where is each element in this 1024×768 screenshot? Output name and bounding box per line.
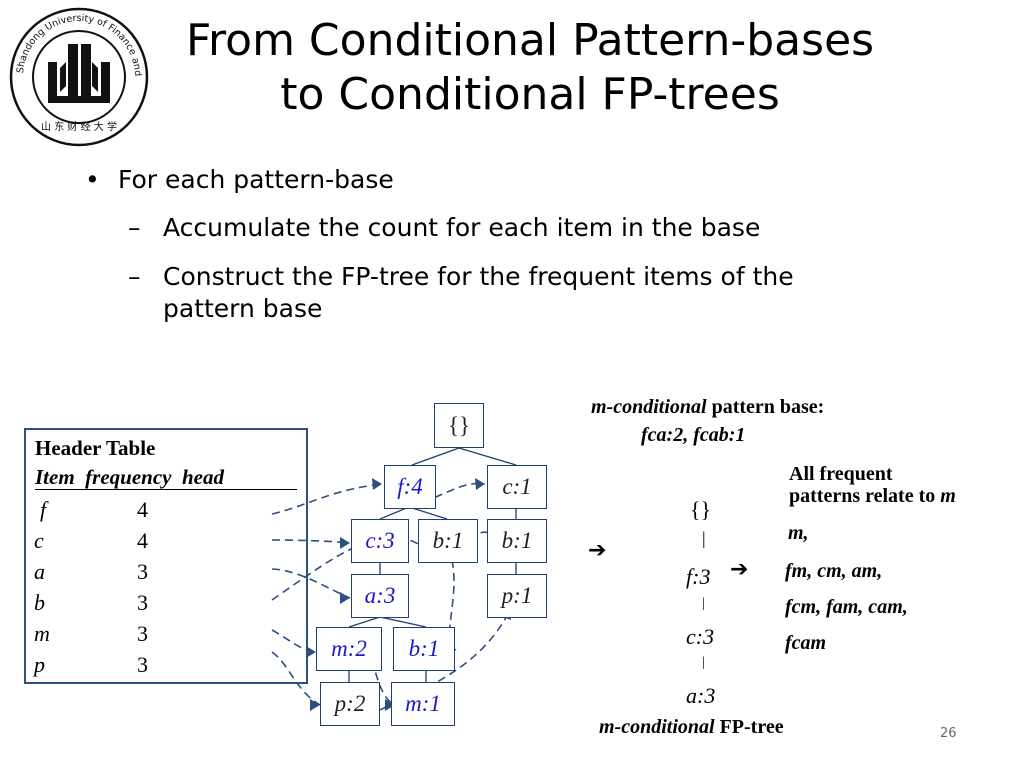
link-arrowhead xyxy=(372,478,382,490)
link-arrowhead xyxy=(340,592,350,604)
tree-node-p1: p:1 xyxy=(487,574,547,618)
tree-edge xyxy=(379,616,427,628)
university-logo: Shandong University of Finance and Econo… xyxy=(3,0,150,148)
header-link-c xyxy=(271,539,351,544)
frequent-patterns-heading: All frequent patterns relate to m xyxy=(789,463,956,507)
tree-node-m1: m:1 xyxy=(391,682,455,726)
header-row-item: p xyxy=(34,652,45,677)
arrow-right-icon: ➔ xyxy=(588,538,607,563)
tree-node-b1: b:1 xyxy=(487,519,547,563)
cond-tree-caption-italic: m-conditional xyxy=(599,716,715,738)
header-row-item: m xyxy=(34,621,50,646)
link-arrowhead xyxy=(310,699,320,711)
header-row-item: c xyxy=(34,528,44,553)
tree-node-b1: b:1 xyxy=(393,627,455,671)
bullet-mark: • xyxy=(85,165,100,194)
tree-edge xyxy=(348,616,381,628)
title-line-2: to Conditional FP-trees xyxy=(280,69,780,120)
tree-node-m2: m:2 xyxy=(316,627,382,671)
cond-tree-caption-rest: FP-tree xyxy=(714,716,784,738)
header-table-columns: Item frequency head xyxy=(35,465,224,489)
header-table-title: Header Table xyxy=(35,436,156,460)
tree-node-c1: c:1 xyxy=(487,465,547,509)
dash-mark: – xyxy=(128,262,141,291)
header-row-frequency: 4 xyxy=(137,528,148,553)
link-arrowhead xyxy=(340,537,350,549)
tree-node-p2: p:2 xyxy=(320,682,380,726)
frequent-pattern-line: fm, cm, am, xyxy=(785,560,883,582)
header-link-p xyxy=(271,651,321,706)
tree-edge xyxy=(408,506,448,520)
page-number: 26 xyxy=(940,726,957,741)
tree-node-f4: f:4 xyxy=(384,465,436,509)
pattern-base-label-rest: pattern base: xyxy=(706,396,825,418)
tree-edge xyxy=(458,447,517,466)
bullet-text: For each pattern-base xyxy=(118,165,394,194)
slide-title: From Conditional Pattern-bases to Condit… xyxy=(110,14,950,122)
header-row-frequency: 4 xyxy=(137,497,148,522)
cond-tree-caption: m-conditional FP-tree xyxy=(599,716,784,739)
svg-text:山 东 财 经 大 学: 山 东 财 经 大 学 xyxy=(41,120,117,133)
arrow-right-icon: ➔ xyxy=(730,557,749,582)
frequent-heading-line1: All frequent xyxy=(789,463,893,485)
tree-edge xyxy=(379,506,410,520)
header-row-frequency: 3 xyxy=(137,621,148,646)
pattern-base-label: m-conditional pattern base: xyxy=(591,396,824,419)
header-row-frequency: 3 xyxy=(137,590,148,615)
header-link-a xyxy=(271,568,351,599)
tree-edge xyxy=(411,447,460,466)
frequent-pattern-line: fcm, fam, cam, xyxy=(785,596,908,618)
tree-node-a3: a:3 xyxy=(351,574,409,618)
pattern-base-label-italic: m-conditional xyxy=(591,396,707,418)
tree-node-c3: c:3 xyxy=(351,519,409,563)
header-row-item: a xyxy=(34,559,45,584)
frequent-heading-line2: patterns relate to m xyxy=(789,485,956,507)
link-arrowhead xyxy=(385,699,395,711)
header-link-f xyxy=(271,483,383,515)
dash-mark: – xyxy=(128,213,141,242)
link-arrowhead xyxy=(475,478,485,490)
tree-root-node: {} xyxy=(434,403,484,448)
sub-bullet-text: Accumulate the count for each item in th… xyxy=(163,213,761,242)
frequent-heading-m: m xyxy=(940,485,956,507)
header-row-item: b xyxy=(34,590,45,615)
tree-node-b1: b:1 xyxy=(418,519,478,563)
header-row-frequency: 3 xyxy=(137,559,148,584)
cond-tree-edge: | xyxy=(702,596,705,611)
pattern-base-value: fca:2, fcab:1 xyxy=(641,424,746,446)
header-row-item: f xyxy=(40,497,47,522)
cond-tree-node-a3: a:3 xyxy=(686,683,716,708)
link-arrowhead xyxy=(306,646,316,658)
cond-tree-root: {} xyxy=(690,497,712,522)
frequent-pattern-line: fcam xyxy=(785,632,827,654)
cond-tree-node-f3: f:3 xyxy=(686,564,711,589)
cond-tree-edge: | xyxy=(702,528,706,548)
title-line-1: From Conditional Pattern-bases xyxy=(185,15,875,66)
header-table-underline xyxy=(35,489,297,490)
node-link-b2 xyxy=(448,559,457,651)
cond-tree-edge: | xyxy=(702,655,705,670)
sub-bullet-text: Construct the FP-tree for the frequent i… xyxy=(163,262,794,323)
header-table-box xyxy=(24,428,308,684)
cond-tree-node-c3: c:3 xyxy=(686,624,715,649)
header-row-frequency: 3 xyxy=(137,652,148,677)
frequent-pattern-line: m, xyxy=(788,522,809,544)
